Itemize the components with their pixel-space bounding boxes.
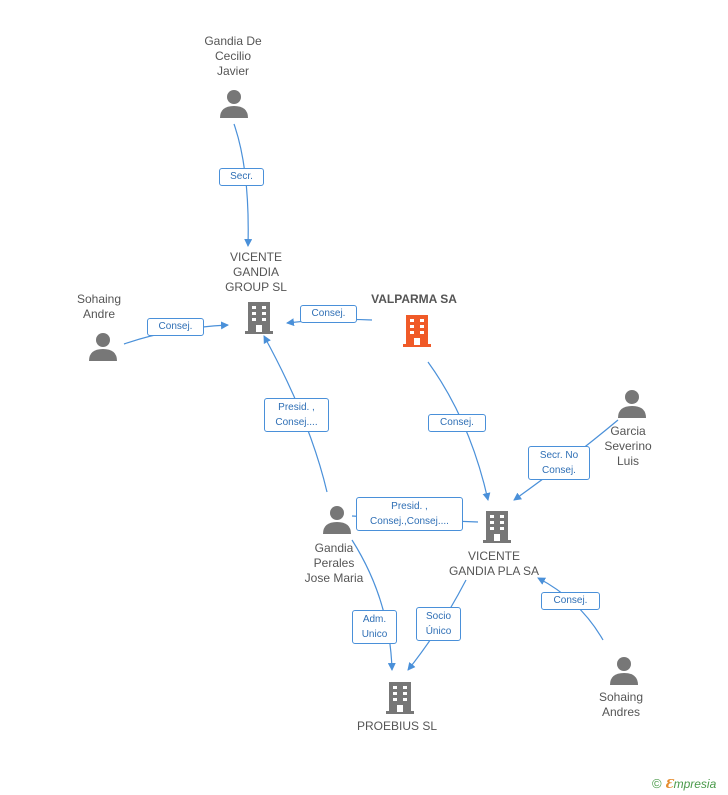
node-valparma[interactable]: VALPARMA SA — [354, 292, 474, 307]
node-label: Sohaing Andres — [598, 690, 644, 719]
node-label: Gandia Perales Jose Maria — [304, 541, 364, 585]
edge-label-consej-valparma-group[interactable]: Consej. — [300, 305, 357, 323]
person-icon[interactable] — [322, 504, 352, 534]
node-label: VICENTE GANDIA GROUP SL — [225, 250, 287, 294]
edge-label-consej-valparma-pla[interactable]: Consej. — [428, 414, 486, 432]
edge-label-presid-group[interactable]: Presid. , Consej.... — [264, 398, 329, 432]
edge-label-consej-sohaing[interactable]: Consej. — [147, 318, 204, 336]
edge-label-secr[interactable]: Secr. — [219, 168, 264, 186]
edge-label-socio-unico[interactable]: Socio Único — [416, 607, 461, 641]
person-icon[interactable] — [88, 331, 118, 361]
person-icon[interactable] — [609, 655, 639, 685]
node-label: Garcia Severino Luis — [604, 424, 652, 468]
edge-adm-unico — [351, 539, 396, 671]
building-icon[interactable] — [482, 509, 512, 543]
person-icon[interactable] — [219, 88, 249, 118]
building-icon[interactable] — [385, 680, 415, 714]
node-label: PROEBIUS SL — [356, 719, 438, 733]
node-proebius[interactable]: PROEBIUS SL — [347, 719, 447, 734]
empresia-logo-text: mpresia — [673, 777, 717, 791]
building-icon[interactable] — [244, 300, 274, 334]
edge-label-presid-pla[interactable]: Presid. , Consej.,Consej.... — [356, 497, 463, 531]
node-label: VALPARMA SA — [371, 292, 457, 306]
edge-label-consej-andres[interactable]: Consej. — [541, 592, 600, 610]
node-gandia-de-cecilio[interactable]: Gandia De Cecilio Javier — [183, 34, 283, 79]
edge-label-secr-no-consej[interactable]: Secr. No Consej. — [528, 446, 590, 480]
copyright-notice: © Ɛmpresia — [652, 776, 716, 791]
node-sohaing-andre[interactable]: Sohaing Andre — [49, 292, 149, 322]
person-icon[interactable] — [617, 388, 647, 418]
node-sohaing-andres[interactable]: Sohaing Andres — [571, 690, 671, 720]
node-label: Sohaing Andre — [76, 292, 122, 321]
node-garcia-severino[interactable]: Garcia Severino Luis — [578, 424, 678, 469]
node-label: Gandia De Cecilio Javier — [204, 34, 262, 78]
building-icon[interactable] — [402, 313, 432, 347]
empresia-logo-initial: Ɛ — [664, 777, 674, 791]
node-label: VICENTE GANDIA PLA SA — [448, 549, 540, 578]
node-gandia-perales[interactable]: Gandia Perales Jose Maria — [284, 541, 384, 586]
node-vicente-gandia-group[interactable]: VICENTE GANDIA GROUP SL — [206, 250, 306, 295]
node-vicente-gandia-pla[interactable]: VICENTE GANDIA PLA SA — [434, 549, 554, 579]
copyright-symbol: © — [652, 776, 662, 791]
edge-label-adm-unico[interactable]: Adm. Unico — [352, 610, 397, 644]
